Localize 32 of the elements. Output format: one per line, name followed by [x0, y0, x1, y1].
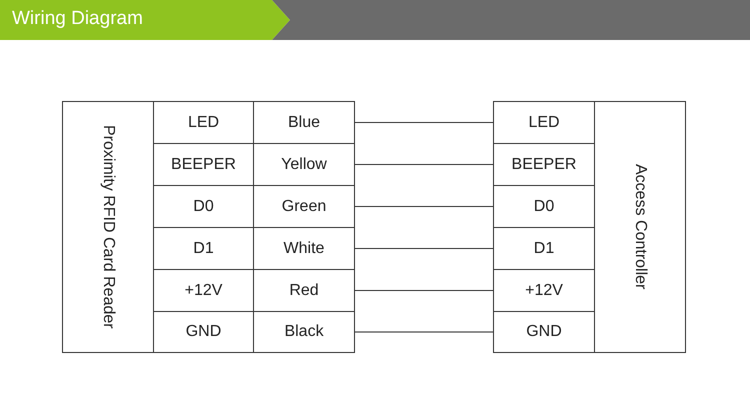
cell-text: BEEPER	[171, 156, 236, 174]
header-title: Wiring Diagram	[12, 8, 143, 30]
cell-text: D0	[193, 198, 214, 216]
device-label: Proximity RFID Card Reader	[99, 125, 117, 329]
cell-text: +12V	[184, 282, 222, 300]
table-cell	[493, 101, 595, 144]
cell-text: GND	[186, 323, 222, 341]
wire-line	[354, 248, 494, 249]
cell-text: Yellow	[281, 156, 327, 174]
cell-text: D1	[193, 240, 214, 258]
wire-line	[354, 164, 494, 165]
device-label: Access Controller	[631, 164, 649, 290]
table-cell	[493, 311, 595, 353]
cell-text: Black	[284, 323, 324, 341]
wire-line	[354, 206, 494, 207]
device-cell	[62, 101, 154, 353]
cell-text: D1	[534, 240, 554, 258]
cell-text: LED	[528, 114, 560, 132]
cell-text: Red	[289, 282, 319, 300]
cell-text: Green	[282, 198, 326, 216]
wire-line	[354, 290, 494, 291]
cell-text: Blue	[288, 114, 320, 132]
cell-text: LED	[188, 114, 220, 132]
table-cell	[253, 311, 355, 353]
table-cell	[253, 101, 355, 144]
cell-text: White	[284, 240, 324, 258]
cell-text: GND	[526, 323, 562, 341]
cell-text: BEEPER	[512, 156, 576, 174]
cell-text: +12V	[525, 282, 563, 300]
cell-text: D0	[534, 198, 554, 216]
device-cell	[594, 101, 686, 353]
wire-line	[354, 122, 494, 123]
